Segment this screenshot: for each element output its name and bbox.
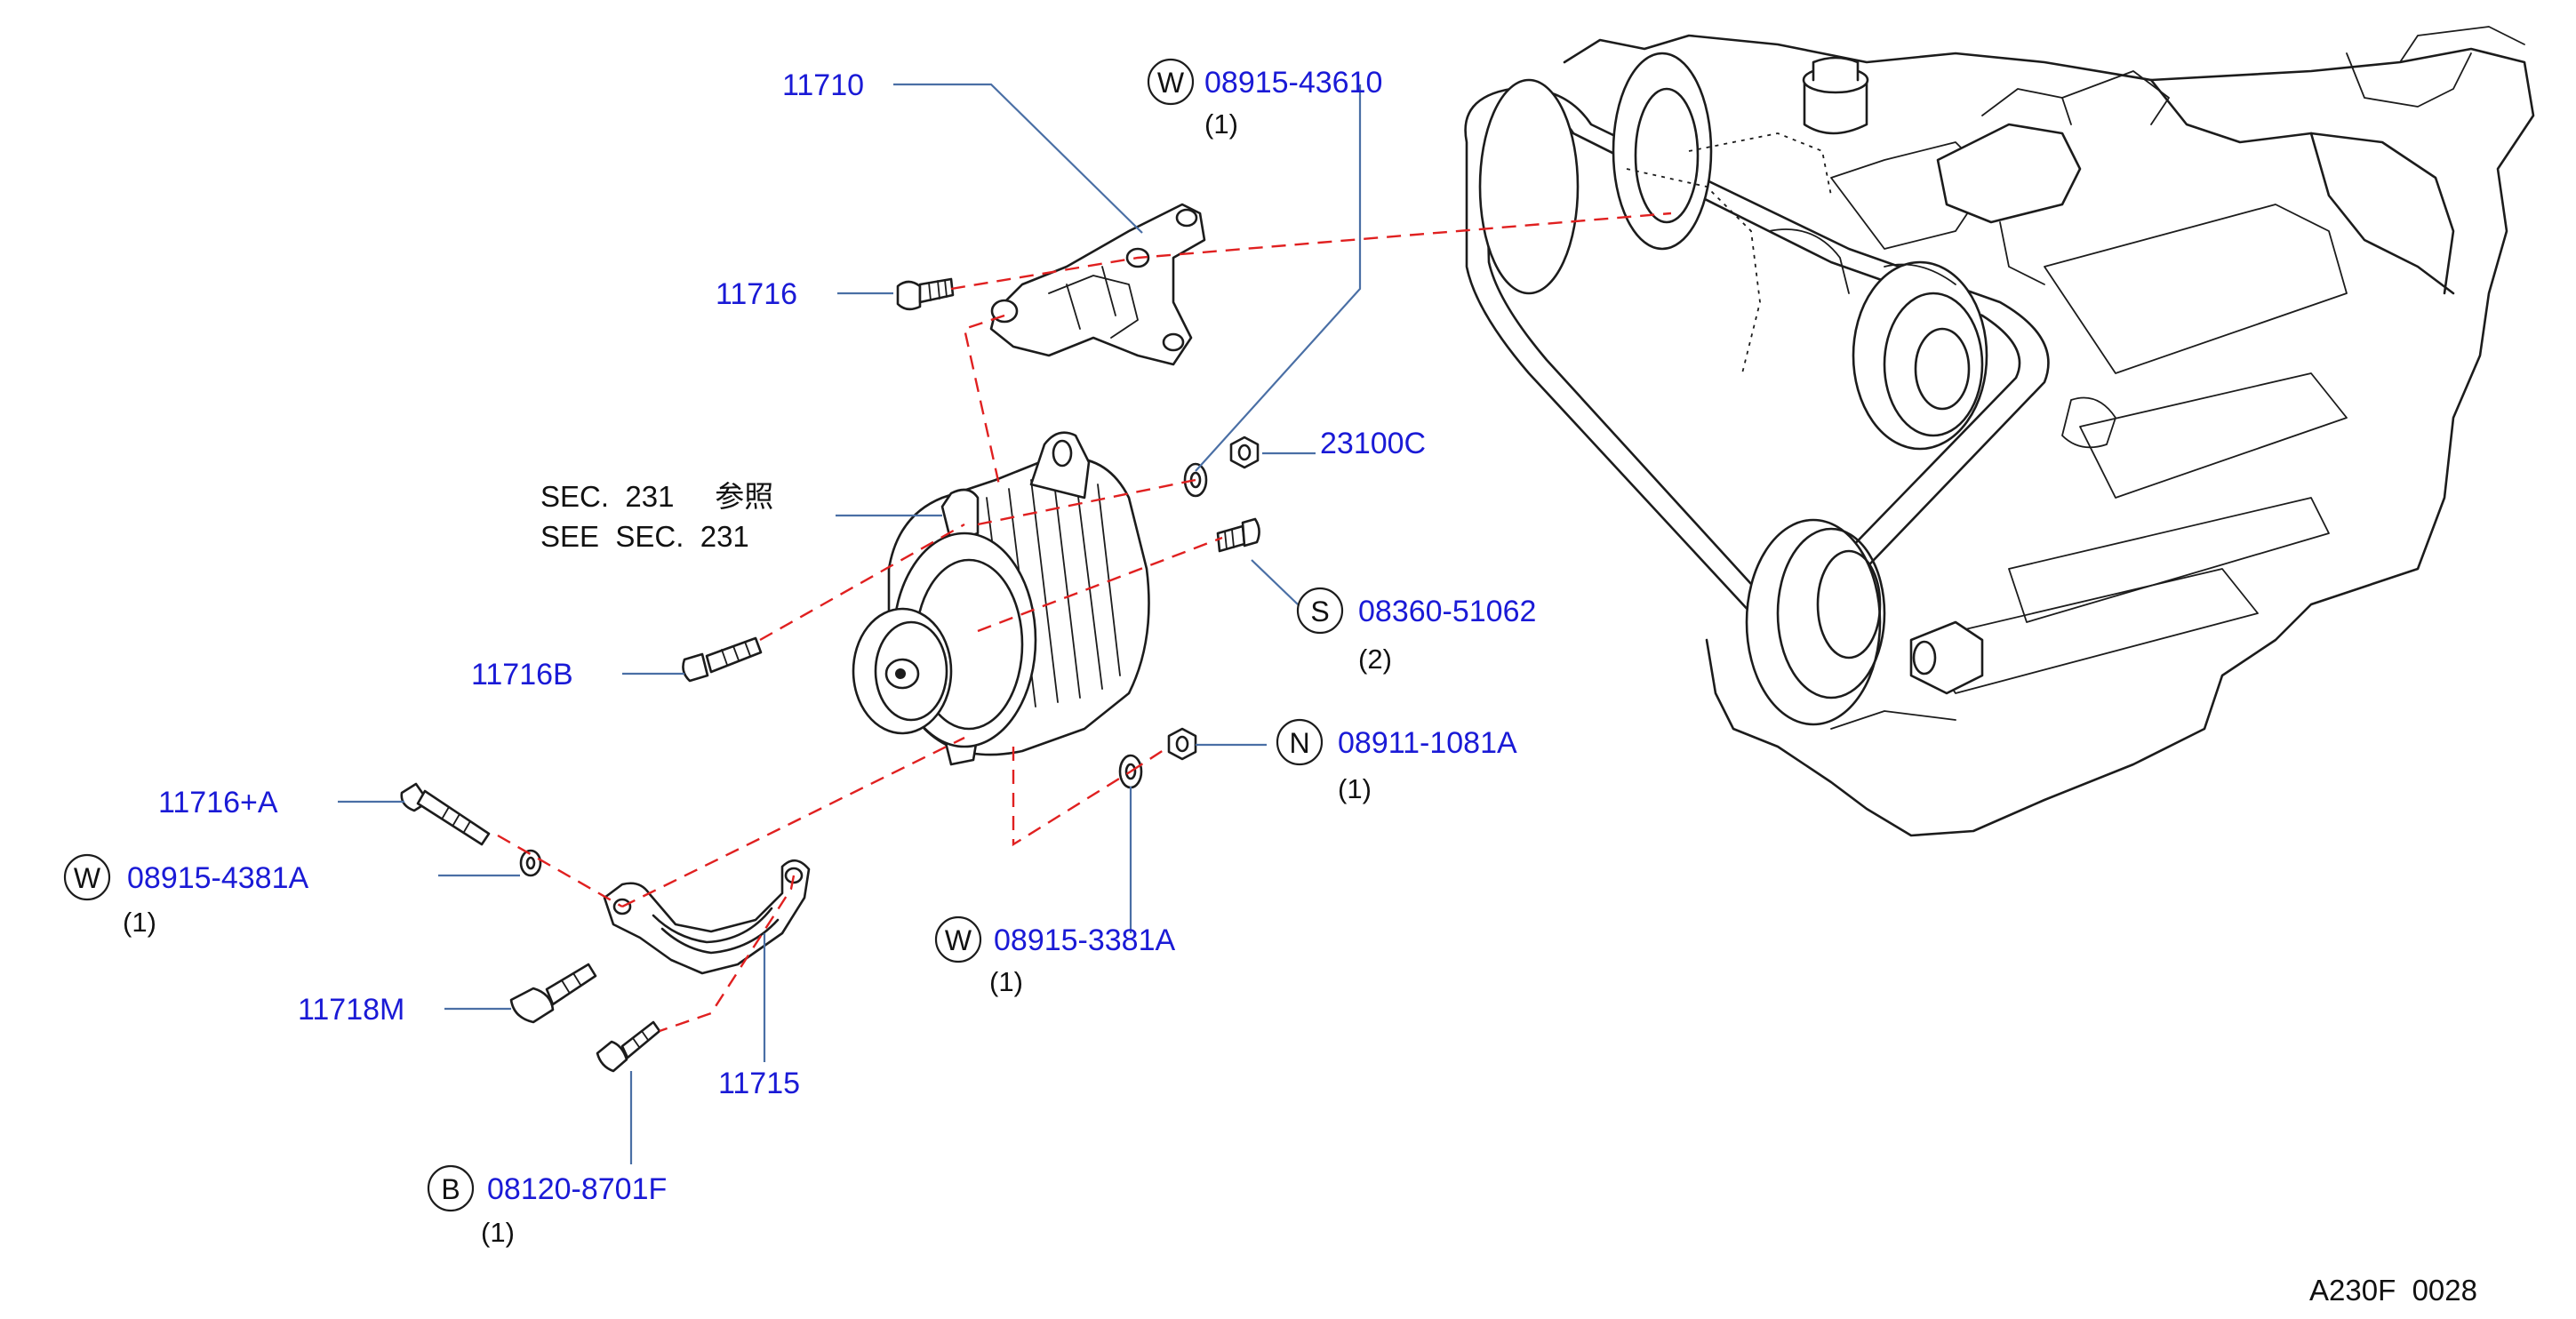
- label-23100c: 23100C: [1320, 427, 1426, 460]
- leader-lines: [338, 83, 1362, 1164]
- alignment-lines: [497, 212, 1672, 1033]
- code-circle-n-1081a: [1276, 718, 1324, 766]
- code-circle-s-51062: [1296, 587, 1344, 635]
- label-08915-4381a: 08915-4381A: [127, 861, 309, 895]
- qty-08915-4381a: (1): [123, 907, 156, 938]
- code-letter-w-4381a: W: [74, 862, 101, 894]
- washer-nut-lower-drawing: [1118, 727, 1197, 789]
- code-letter-w-3381a: W: [945, 924, 972, 956]
- label-11715: 11715: [718, 1067, 800, 1100]
- bracket-11710-drawing: [989, 203, 1206, 366]
- diagram-id: A230F 0028: [2309, 1274, 2477, 1307]
- stud-08360-drawing: [1216, 517, 1260, 553]
- washer-nut-upper-drawing: [1183, 436, 1260, 498]
- label-11716: 11716: [716, 277, 797, 311]
- bolt-11716-drawing: [896, 277, 955, 311]
- washer-4381a-drawing: [519, 849, 542, 877]
- bolt-11716b-drawing: [682, 636, 763, 683]
- label-11716a: 11716+A: [158, 786, 278, 819]
- code-letter-w-43610: W: [1157, 67, 1185, 99]
- code-letter-n-1081a: N: [1289, 727, 1309, 759]
- code-circle-w-3381a: [934, 915, 982, 963]
- qty-08360-51062: (2): [1358, 644, 1392, 675]
- bolt-8701f-drawing: [596, 1020, 661, 1073]
- code-circle-w-43610: [1147, 58, 1195, 106]
- label-08915-3381a: 08915-3381A: [994, 923, 1176, 957]
- label-08360-51062: 08360-51062: [1358, 595, 1536, 628]
- label-11718m: 11718M: [298, 993, 404, 1027]
- qty-08915-43610: (1): [1204, 108, 1238, 140]
- label-11716b: 11716B: [471, 658, 573, 691]
- code-letter-b-8701f: B: [441, 1173, 460, 1205]
- see-section-jp: SEC. 231 参照: [540, 480, 773, 513]
- part-labels: 11710 W 08915-43610 (1) 11716 23100C SEC…: [63, 58, 2477, 1307]
- see-section-en: SEE SEC. 231: [540, 520, 749, 553]
- label-08120-8701f: 08120-8701F: [487, 1172, 667, 1206]
- alternator-drawing: [852, 431, 1150, 766]
- bolt-11718m-drawing: [509, 963, 597, 1024]
- adjusting-bar-11715-drawing: [603, 859, 811, 975]
- code-circle-b-8701f: [427, 1164, 475, 1212]
- qty-08911-1081a: (1): [1338, 773, 1372, 804]
- code-letter-s-51062: S: [1310, 596, 1329, 628]
- label-08915-43610: 08915-43610: [1204, 66, 1382, 100]
- qty-08120-8701f: (1): [481, 1217, 515, 1248]
- bolt-11716a-drawing: [400, 782, 491, 846]
- qty-08915-3381a: (1): [989, 966, 1023, 997]
- label-08911-1081a: 08911-1081A: [1338, 726, 1517, 760]
- engine-block-drawing: [1464, 26, 2535, 837]
- label-11710: 11710: [782, 68, 864, 102]
- code-circle-w-4381a: [63, 853, 111, 901]
